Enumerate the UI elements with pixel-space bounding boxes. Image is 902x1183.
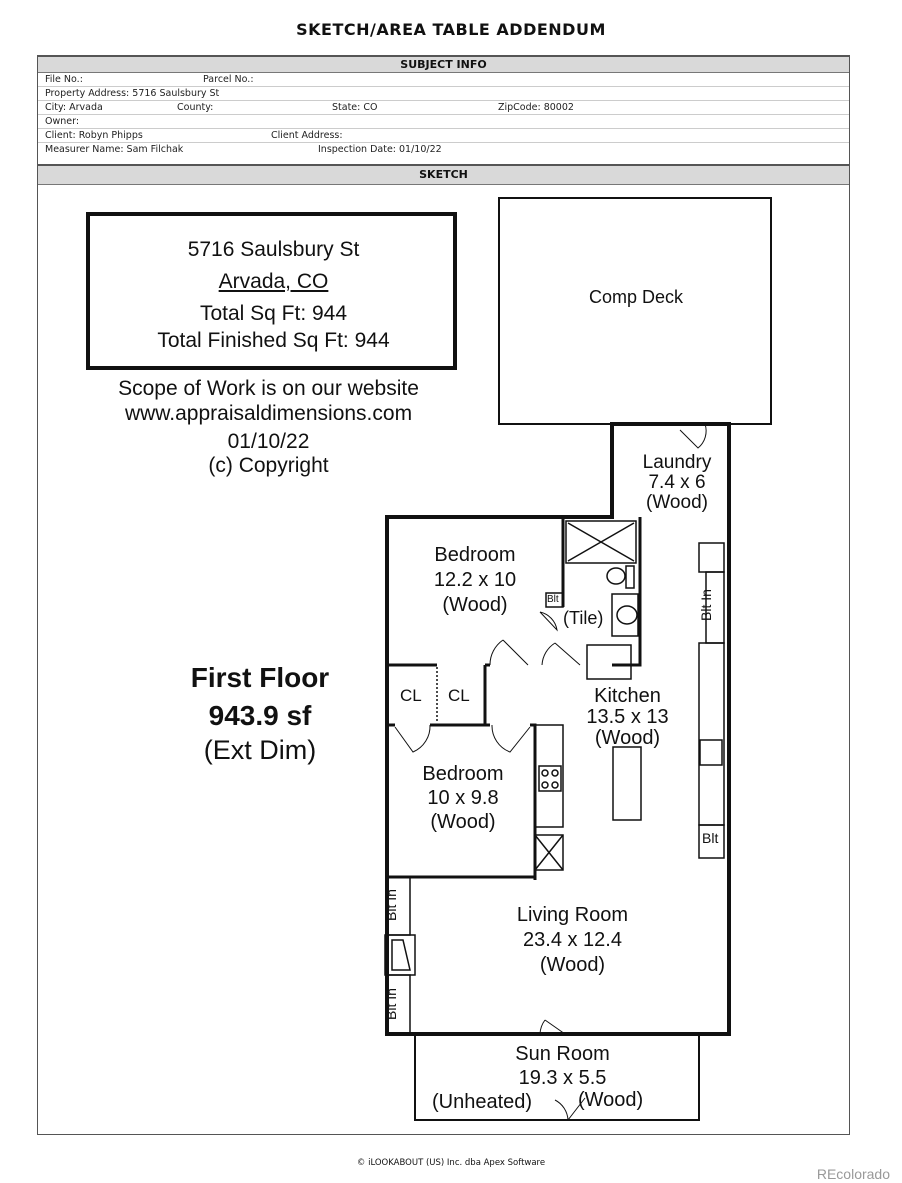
- info-box-border: [86, 212, 457, 370]
- file-no: File No.:: [45, 74, 83, 85]
- client: Client: Robyn Phipps: [45, 130, 143, 141]
- room-name: Laundry: [642, 452, 712, 473]
- living-room-label: Living Room 23.4 x 12.4 (Wood): [490, 903, 655, 978]
- watermark: REcolorado: [816, 1166, 890, 1182]
- scope-website: www.appraisaldimensions.com: [124, 402, 413, 425]
- fixtures: [384, 520, 725, 1035]
- bedroom1-label: Bedroom 12.2 x 10 (Wood): [400, 543, 550, 618]
- blt-in-label: Blt In: [382, 988, 399, 1020]
- room-floor: (Wood): [646, 492, 708, 513]
- room-dims: 7.4 x 6: [648, 472, 706, 493]
- room-floor: (Wood): [594, 727, 661, 749]
- room-floor: (Wood): [430, 811, 496, 833]
- info-city: Arvada, CO: [218, 270, 329, 293]
- floor-name: First Floor: [190, 662, 330, 693]
- zipcode: ZipCode: 80002: [498, 102, 574, 113]
- deck-outline: [498, 197, 772, 425]
- sunroom-outline: [414, 1033, 700, 1121]
- state: State: CO: [332, 102, 378, 113]
- room-name: Living Room: [516, 904, 629, 926]
- scope-line: Scope of Work is on our website: [118, 377, 419, 400]
- room-dims: 10 x 9.8: [427, 787, 499, 809]
- floor-note: (Ext Dim): [203, 735, 317, 765]
- page-title: SKETCH/AREA TABLE ADDENDUM: [296, 20, 606, 39]
- info-row: Property Address: 5716 Saulsbury St: [38, 87, 849, 101]
- property-address: Property Address: 5716 Saulsbury St: [45, 88, 220, 99]
- copyright: (c) Copyright: [208, 454, 329, 477]
- room-floor: (Wood): [442, 594, 508, 616]
- blt-label: Blt: [547, 594, 559, 605]
- sun-room-label: Sun Room 19.3 x 5.5: [480, 1042, 645, 1090]
- deck-label: Comp Deck: [588, 287, 684, 307]
- parcel-no: Parcel No.:: [203, 74, 254, 85]
- footer-copyright: © iLOOKABOUT (US) Inc. dba Apex Software: [356, 1158, 546, 1168]
- client-address: Client Address:: [271, 130, 343, 141]
- scope-date: 01/10/22: [227, 430, 310, 453]
- closet-label: CL: [400, 686, 422, 705]
- info-row: Client: Robyn Phipps Client Address:: [38, 129, 849, 143]
- sketch-header: SKETCH: [38, 164, 849, 185]
- door-swings: [394, 423, 707, 1121]
- info-row: Owner:: [38, 115, 849, 129]
- owner: Owner:: [45, 116, 80, 127]
- sun-room-unheated: (Unheated): [432, 1091, 533, 1113]
- measurer-name: Measurer Name: Sam Filchak: [45, 144, 184, 155]
- room-name: Sun Room: [515, 1043, 610, 1065]
- total-finished-sqft: Total Finished Sq Ft: 944: [157, 329, 390, 352]
- info-row: City: Arvada County: State: CO ZipCode: …: [38, 101, 849, 115]
- blt-in-label: Blt In: [697, 589, 714, 621]
- subject-info-header: SUBJECT INFO: [38, 55, 849, 73]
- laundry-label: Laundry 7.4 x 6 (Wood): [612, 453, 742, 513]
- sun-room-floor: (Wood): [578, 1089, 644, 1111]
- city: City: Arvada: [45, 102, 103, 113]
- bath-label: (Tile): [563, 608, 604, 628]
- room-name: Bedroom: [422, 763, 504, 785]
- room-dims: 12.2 x 10: [433, 569, 517, 591]
- kitchen-label: Kitchen 13.5 x 13 (Wood): [565, 686, 690, 749]
- info-row: Measurer Name: Sam Filchak Inspection Da…: [38, 143, 849, 156]
- floor-area: 943.9 sf: [208, 700, 312, 731]
- closet-label: CL: [448, 686, 470, 705]
- blt-in-label: Blt In: [382, 889, 399, 921]
- room-dims: 19.3 x 5.5: [518, 1067, 607, 1089]
- room-name: Bedroom: [434, 544, 516, 566]
- room-floor: (Wood): [539, 954, 606, 976]
- room-dims: 23.4 x 12.4: [523, 929, 622, 951]
- blt-label: Blt: [702, 830, 719, 846]
- interior-walls: [387, 517, 642, 880]
- room-name: Kitchen: [594, 685, 661, 707]
- room-dims: 13.5 x 13: [586, 706, 669, 728]
- inspection-date: Inspection Date: 01/10/22: [318, 144, 442, 155]
- info-row: File No.: Parcel No.:: [38, 73, 849, 87]
- info-street: 5716 Saulsbury St: [187, 238, 360, 261]
- bedroom2-label: Bedroom 10 x 9.8 (Wood): [388, 762, 538, 834]
- county: County:: [177, 102, 214, 113]
- total-sqft: Total Sq Ft: 944: [199, 302, 348, 325]
